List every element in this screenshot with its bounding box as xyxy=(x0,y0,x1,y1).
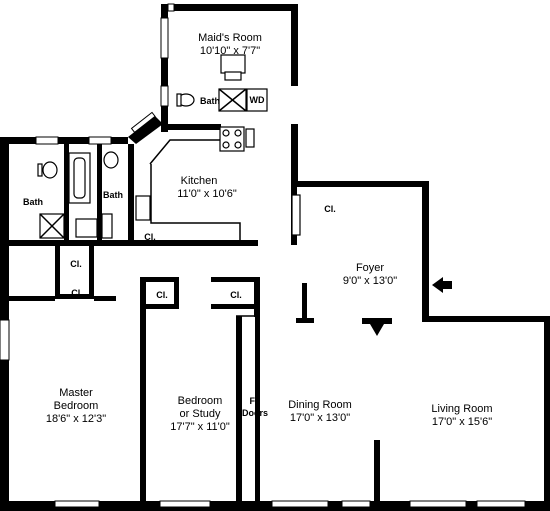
foyer-size: 9'0" x 13'0" xyxy=(343,275,397,287)
bedroom-study-size: 17'7" x 11'0" xyxy=(170,421,230,433)
kitchen-size: 11'0" x 10'6" xyxy=(177,188,237,200)
closet-master-label: Cl. xyxy=(71,288,83,298)
maids-room-name: Maid's Room xyxy=(198,32,262,44)
dining-room-name: Dining Room xyxy=(288,399,352,411)
closet-foyer-label: Cl. xyxy=(324,204,336,214)
walls xyxy=(0,4,550,511)
bath-left-label: Bath xyxy=(23,197,43,207)
master-bedroom-size: 18'6" x 12'3" xyxy=(46,413,106,425)
french-doors-label-1: Fr. xyxy=(249,396,260,406)
bath-right-label: Bath xyxy=(103,190,123,200)
bedroom-study-name-1: Bedroom xyxy=(178,395,223,407)
foyer-name: Foyer xyxy=(356,262,384,274)
master-bedroom-name-1: Master xyxy=(59,387,93,399)
dining-room-size: 17'0" x 13'0" xyxy=(290,412,350,424)
living-room-size: 17'0" x 15'6" xyxy=(432,416,492,428)
closet-kitchen-label: Cl. xyxy=(144,232,156,242)
wd-label: WD xyxy=(250,95,265,105)
closet-study-label: Cl. xyxy=(230,290,242,300)
closet-bedroom-label: Cl. xyxy=(156,290,168,300)
windows xyxy=(0,3,526,508)
french-doors-label-2: Doors xyxy=(242,408,268,418)
kitchen-name: Kitchen xyxy=(181,175,218,187)
fixtures xyxy=(37,54,452,317)
maids-room-size: 10'10" x 7'7" xyxy=(200,45,260,57)
maid-bath-label: Bath xyxy=(200,96,220,106)
room-labels: Maid's Room 10'10" x 7'7" Bath WD Kitche… xyxy=(23,32,493,433)
master-bedroom-name-2: Bedroom xyxy=(54,400,99,412)
closet-hall-label: Cl. xyxy=(70,259,82,269)
bedroom-study-name-2: or Study xyxy=(180,408,221,420)
living-room-name: Living Room xyxy=(431,403,492,415)
